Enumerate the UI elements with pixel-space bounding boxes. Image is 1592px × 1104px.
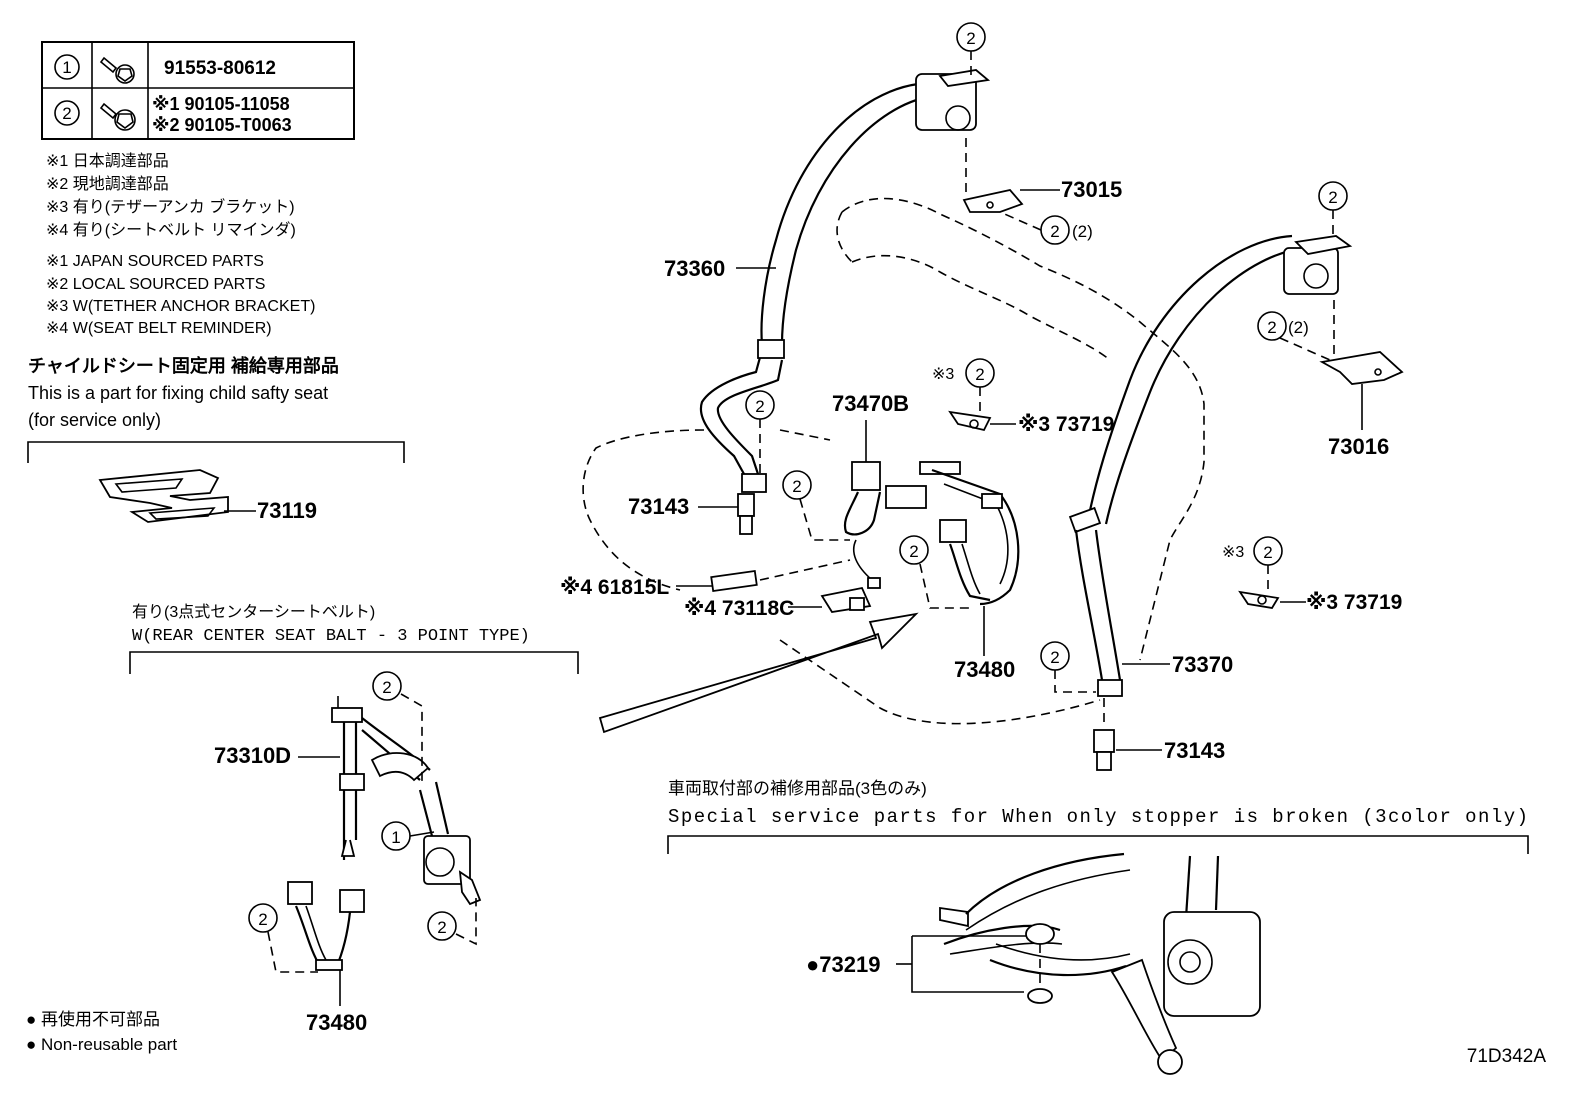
legend-en: ● Non-reusable part xyxy=(26,1035,177,1054)
child-seat-line1: This is a part for fixing child safty se… xyxy=(28,383,328,403)
svg-text:2: 2 xyxy=(975,365,984,384)
bolt-73143-left xyxy=(737,493,755,535)
right-seat-belt-73370 xyxy=(1068,234,1353,697)
part-73143-right: 73143 xyxy=(1164,738,1225,763)
anchor-bracket-73016 xyxy=(1319,351,1404,385)
part-73360: 73360 xyxy=(664,256,725,281)
switch-73118C xyxy=(820,586,872,613)
table-part-1: 91553-80612 xyxy=(164,58,276,79)
svg-text:2: 2 xyxy=(909,542,918,561)
bolt-icon xyxy=(99,56,135,84)
left-seat-belt-73360 xyxy=(699,69,991,493)
center-belt-title-en: W(REAR CENTER SEAT BALT - 3 POINT TYPE) xyxy=(132,627,530,646)
center-buckle-assembly xyxy=(287,881,365,971)
legend-jp: ● 再使用不可部品 xyxy=(26,1009,160,1029)
svg-text:1: 1 xyxy=(391,828,400,847)
part-73480-lower: 73480 xyxy=(306,1010,367,1035)
note-en-3: ※3 W(TETHER ANCHOR BRACKET) xyxy=(46,298,315,315)
child-seat-line2: (for service only) xyxy=(28,410,161,430)
svg-text:2: 2 xyxy=(1050,222,1059,241)
svg-text:2: 2 xyxy=(437,918,446,937)
stopper-section: 車両取付部の補修用部品(3色のみ) Special service parts … xyxy=(667,779,1529,1075)
center-belt-section: 有り(3点式センターシートベルト) W(REAR CENTER SEAT BAL… xyxy=(129,603,579,1035)
fastener-table: 1 91553-80612 2 ※1 90105-11058 ※2 90105-… xyxy=(41,41,355,140)
legend: ● 再使用不可部品 ● Non-reusable part xyxy=(26,1009,177,1054)
buckle-73470B xyxy=(843,461,961,589)
notes-jp: ※1 日本調達部品 ※2 現地調達部品 ※3 有り(テザーアンカ ブラケット) … xyxy=(46,152,296,239)
svg-text:2: 2 xyxy=(382,678,391,697)
svg-text:※3: ※3 xyxy=(1222,544,1244,561)
part-73470B: 73470B xyxy=(832,391,909,416)
table-part-2a: ※1 90105-11058 xyxy=(152,94,290,114)
part-73143-left: 73143 xyxy=(628,494,689,519)
svg-text:2: 2 xyxy=(966,29,975,48)
tether-bracket-73719-top xyxy=(948,410,992,432)
note-en-4: ※4 W(SEAT BELT REMINDER) xyxy=(46,320,272,337)
svg-text:2: 2 xyxy=(1263,543,1272,562)
note-jp-1: ※1 日本調達部品 xyxy=(46,152,169,170)
part-73310D: 73310D xyxy=(214,743,291,768)
note-jp-4: ※4 有り(シートベルト リマインダ) xyxy=(46,221,296,239)
child-seat-title: チャイルドシート固定用 補給専用部品 xyxy=(28,355,339,376)
note-jp-3: ※3 有り(テザーアンカ ブラケット) xyxy=(46,197,295,216)
table-callout-1: 1 xyxy=(62,58,71,77)
part-73219: ●73219 xyxy=(806,952,880,977)
notes-en: ※1 JAPAN SOURCED PARTS ※2 LOCAL SOURCED … xyxy=(46,253,315,337)
note-en-1: ※1 JAPAN SOURCED PARTS xyxy=(46,253,264,270)
stopper-title-jp: 車両取付部の補修用部品(3色のみ) xyxy=(668,779,927,798)
figure-code: 71D342A xyxy=(1467,1046,1547,1067)
svg-text:(2): (2) xyxy=(1072,222,1093,241)
stopper-detail-drawing xyxy=(939,852,1261,1075)
child-seat-plate-icon xyxy=(98,469,229,523)
part-61815L: ※4 61815L xyxy=(560,576,669,599)
part-73480-main: 73480 xyxy=(954,657,1015,682)
table-callout-2: 2 xyxy=(62,104,71,123)
tether-bracket-73719-right xyxy=(1238,590,1280,609)
svg-text:2: 2 xyxy=(1050,648,1059,667)
note-en-2: ※2 LOCAL SOURCED PARTS xyxy=(46,276,265,293)
buckle-73480-main xyxy=(931,468,1020,606)
svg-text:2: 2 xyxy=(1267,318,1276,337)
part-73370: 73370 xyxy=(1172,652,1233,677)
table-part-2b: ※2 90105-T0063 xyxy=(152,115,292,135)
part-73118C: ※4 73118C xyxy=(684,597,794,620)
center-belt-title-jp: 有り(3点式センターシートベルト) xyxy=(132,603,375,621)
stopper-title-en: Special service parts for When only stop… xyxy=(668,806,1528,828)
center-retractor-assembly xyxy=(331,696,482,906)
svg-text:※3: ※3 xyxy=(932,366,954,383)
section-arrow xyxy=(598,612,919,734)
svg-text:2: 2 xyxy=(755,397,764,416)
part-73016: 73016 xyxy=(1328,434,1389,459)
svg-text:2: 2 xyxy=(792,477,801,496)
child-seat-section: チャイルドシート固定用 補給専用部品 This is a part for fi… xyxy=(27,355,405,523)
anchor-bracket-73015 xyxy=(962,189,1024,213)
bolt-73143-right xyxy=(1093,729,1115,771)
part-73719-top: ※3 73719 xyxy=(1018,413,1114,436)
svg-text:(2): (2) xyxy=(1288,318,1309,337)
svg-text:2: 2 xyxy=(1328,188,1337,207)
part-73719-right: ※3 73719 xyxy=(1306,591,1402,614)
part-73015: 73015 xyxy=(1061,177,1122,202)
part-73119: 73119 xyxy=(257,498,317,523)
note-jp-2: ※2 現地調達部品 xyxy=(46,175,169,193)
bolt-icon xyxy=(99,102,136,131)
svg-text:2: 2 xyxy=(258,910,267,929)
rear-seat-outline xyxy=(582,197,1205,725)
